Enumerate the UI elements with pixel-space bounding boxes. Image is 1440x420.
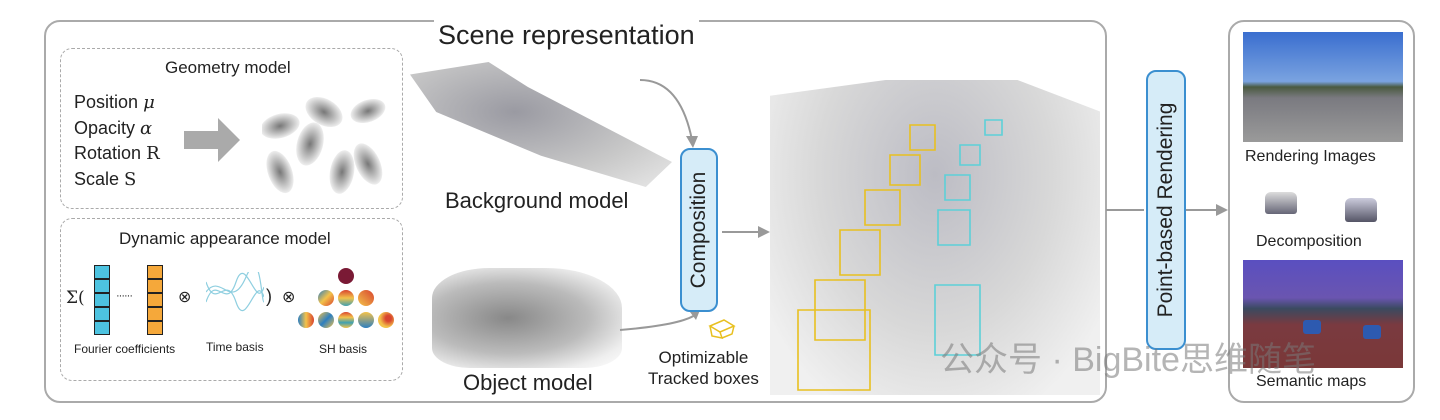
attr-position: Position μ <box>74 92 155 113</box>
geometry-attributes: Position μ Opacity α Rotation R Scale S <box>74 90 160 192</box>
close-paren: ) <box>266 286 272 306</box>
sh-basis-label: SH basis <box>319 342 368 356</box>
rendering-image <box>1243 32 1403 142</box>
gaussians-illustration <box>262 96 386 194</box>
otimes-2: ⊗ <box>282 289 296 306</box>
appearance-title: Dynamic appearance model <box>119 229 331 248</box>
fourier-vector-last <box>147 265 163 335</box>
otimes-1: ⊗ <box>178 289 192 306</box>
time-basis-waves <box>206 272 264 312</box>
tracked-boxes-label: Optimizable Tracked boxes <box>648 348 759 388</box>
object-point-cloud <box>432 268 622 368</box>
appearance-model-box <box>60 218 403 381</box>
sigma-symbol: Σ( <box>66 288 85 308</box>
geometry-model-box <box>60 48 403 209</box>
tracked-boxes-overlay <box>797 119 1003 391</box>
fourier-vector-first <box>94 265 110 335</box>
scene-title: Scene representation <box>434 20 699 51</box>
composition-block: Composition <box>680 148 718 312</box>
outputs-panel <box>1228 20 1415 403</box>
tracked-box-icon <box>708 319 736 339</box>
rendering-images-label: Rendering Images <box>1245 148 1376 165</box>
flow-arrows <box>619 79 770 331</box>
decomposed-car-1 <box>1265 192 1297 214</box>
decomposed-car-2 <box>1345 198 1377 222</box>
fourier-label: Fourier coefficients <box>74 342 176 356</box>
time-basis-label: Time basis <box>206 340 264 354</box>
attr-rotation: Rotation R <box>74 143 160 164</box>
semantic-car <box>1303 320 1321 334</box>
attr-opacity: Opacity α <box>74 117 153 139</box>
background-label: Background model <box>445 188 629 213</box>
rendering-label: Point-based Rendering <box>1154 102 1177 318</box>
semantic-maps-label: Semantic maps <box>1256 373 1367 390</box>
decomposition-label: Decomposition <box>1256 233 1362 250</box>
sh-basis-spheres <box>296 268 396 330</box>
dots: ······ <box>116 290 133 302</box>
object-label: Object model <box>463 370 593 395</box>
geometry-title: Geometry model <box>165 58 291 77</box>
attr-scale: Scale S <box>74 168 137 190</box>
point-based-rendering-block: Point-based Rendering <box>1146 70 1186 350</box>
semantic-car <box>1363 325 1381 339</box>
render-arrows <box>1106 204 1228 216</box>
composed-scene-point-cloud <box>770 80 1100 395</box>
watermark: 公众号 · BigBite思维随笔 <box>940 341 1316 379</box>
composition-label: Composition <box>687 171 710 289</box>
semantic-map-image <box>1243 260 1403 368</box>
arrow-right-icon <box>184 118 240 162</box>
